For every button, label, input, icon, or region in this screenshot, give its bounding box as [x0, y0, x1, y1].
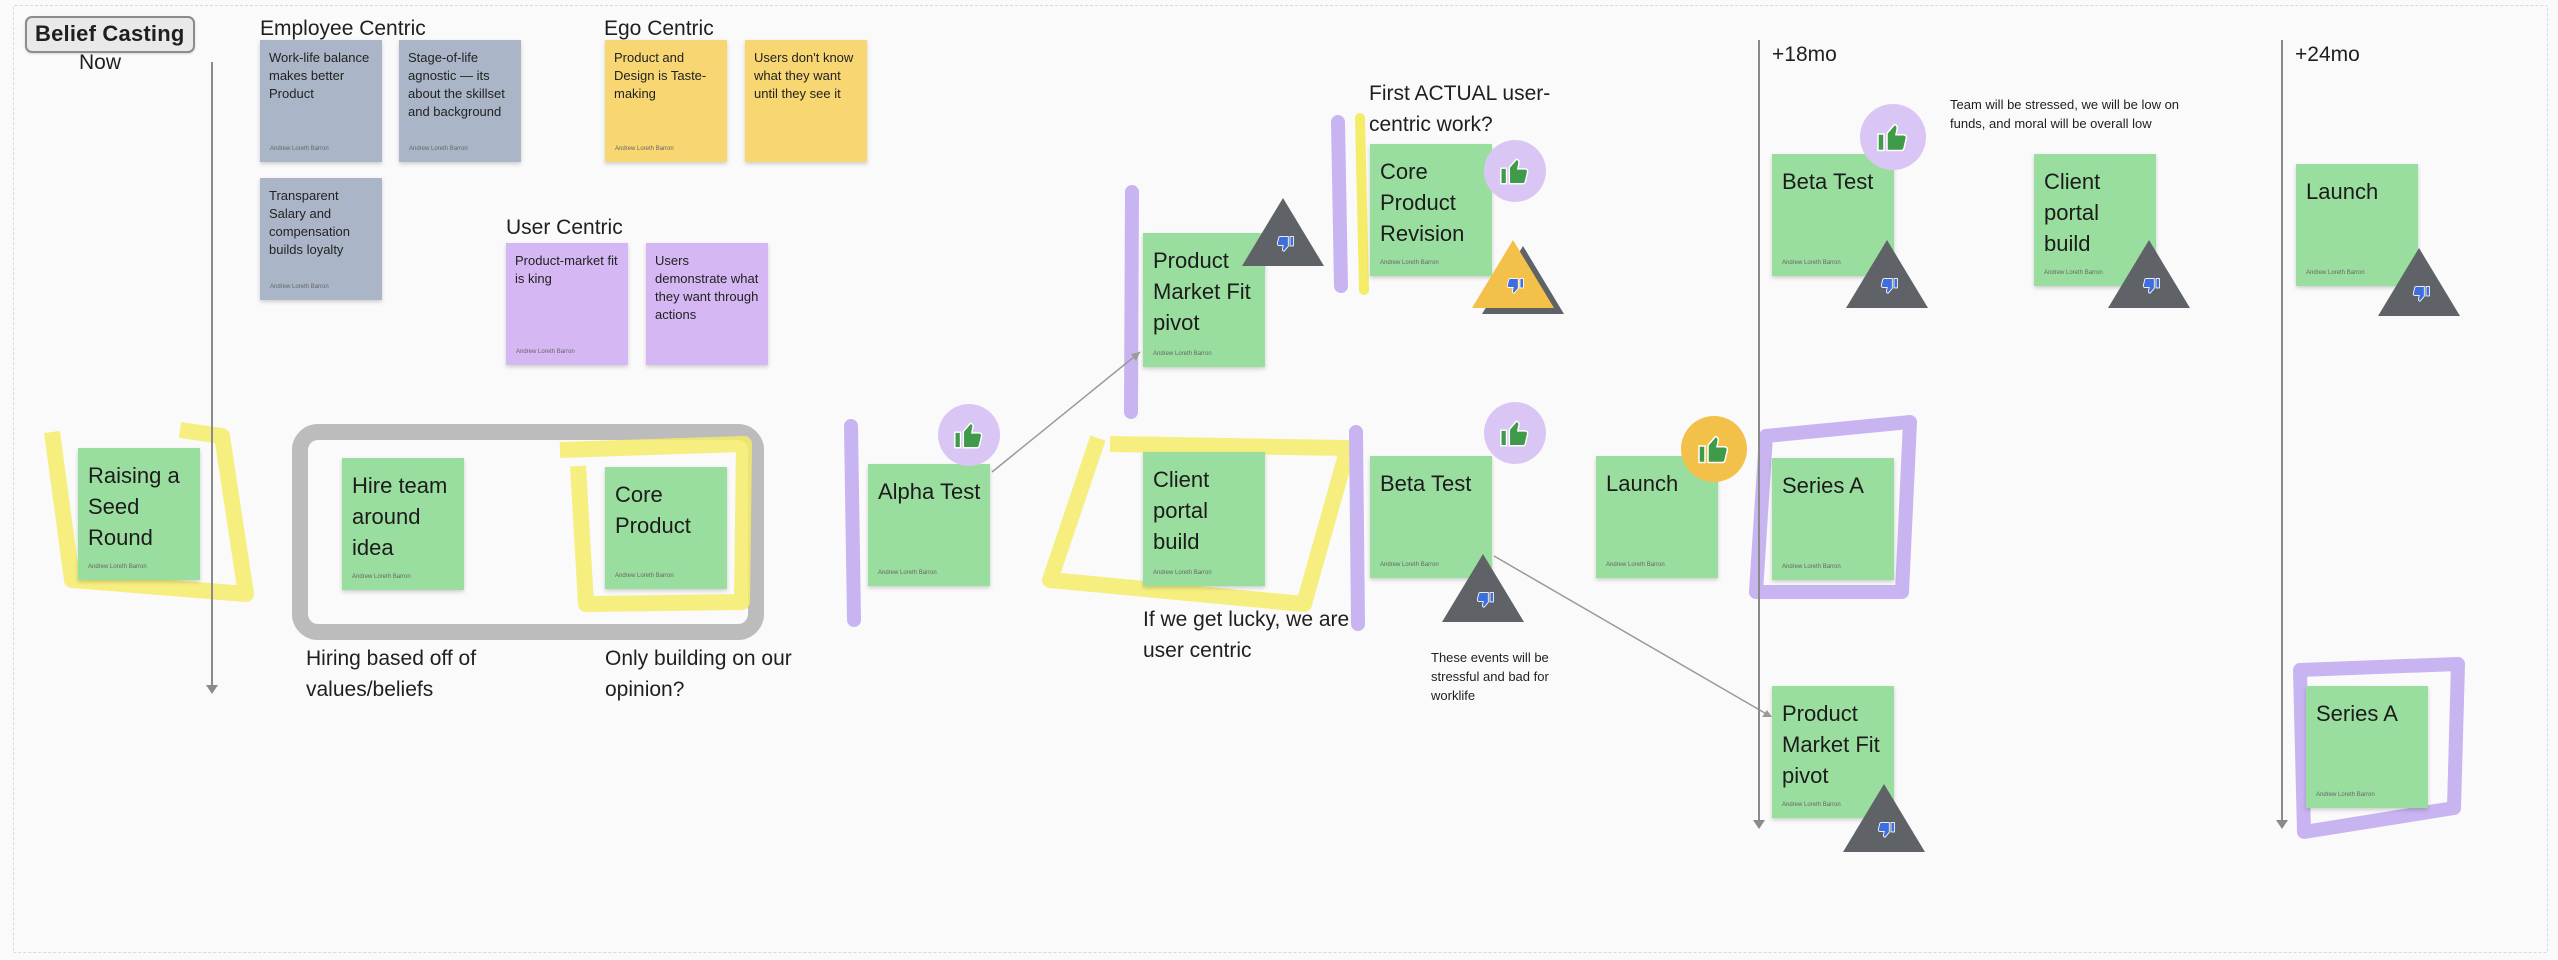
milestone-sticky[interactable]: Client portal build Andrew Loreth Barron [1143, 452, 1265, 586]
sticky-author: Andrew Loreth Barron [1782, 802, 1841, 808]
milestone-sticky[interactable]: Product Market Fit pivot Andrew Loreth B… [1143, 233, 1265, 367]
sticky-author: Andrew Loreth Barron [270, 284, 329, 290]
sticky-author: Andrew Loreth Barron [516, 349, 575, 355]
sticky-note[interactable]: Product-market fit is king Andrew Loreth… [506, 243, 628, 365]
sticky-author: Andrew Loreth Barron [1782, 260, 1841, 266]
sticky-text: Core Product [615, 482, 691, 538]
thumbs-down-icon[interactable] [1844, 238, 1930, 315]
thumbs-up-icon[interactable] [1860, 104, 1926, 170]
sticky-author: Andrew Loreth Barron [409, 146, 468, 152]
sticky-text: Launch [2306, 179, 2379, 204]
milestone-sticky[interactable]: Beta Test Andrew Loreth Barron [1370, 456, 1492, 578]
sticky-text: Product and Design is Taste-making [614, 50, 707, 101]
thumbs-up-icon[interactable] [938, 404, 1000, 466]
thumbs-up-icon[interactable] [1484, 402, 1546, 464]
category-ego-centric: Ego Centric [604, 17, 714, 40]
sticky-text: Client portal build [1153, 467, 1210, 554]
timeline-18mo [1753, 40, 1765, 829]
sticky-text: Product Market Fit pivot [1782, 701, 1880, 788]
whiteboard-canvas[interactable] [13, 5, 2548, 953]
sticky-text: Transparent Salary and compensation buil… [269, 188, 350, 257]
milestone-sticky[interactable]: Core Product Revision Andrew Loreth Barr… [1370, 144, 1492, 276]
milestone-sticky[interactable]: Core Product Andrew Loreth Barron [605, 467, 727, 589]
sticky-author: Andrew Loreth Barron [2316, 792, 2375, 798]
board-title[interactable]: Belief Casting [25, 16, 195, 53]
sticky-text: Client portal build [2044, 169, 2101, 256]
sticky-author: Andrew Loreth Barron [1153, 570, 1212, 576]
sticky-author: Andrew Loreth Barron [1380, 260, 1439, 266]
sticky-author: Andrew Loreth Barron [878, 570, 937, 576]
annotation-team-stressed: Team will be stressed, we will be low on… [1950, 97, 2180, 131]
category-employee-centric: Employee Centric [260, 17, 426, 40]
sticky-text: Launch [1606, 471, 1679, 496]
sticky-text: Users demonstrate what they want through… [655, 253, 759, 322]
sticky-note[interactable]: Product and Design is Taste-making Andre… [605, 40, 727, 162]
sticky-author: Andrew Loreth Barron [352, 574, 411, 580]
milestone-sticky[interactable]: Beta Test Andrew Loreth Barron [1772, 154, 1894, 276]
sticky-text: Users don't know what they want until th… [754, 50, 854, 101]
timeline-label-24mo: +24mo [2295, 43, 2360, 66]
sticky-author: Andrew Loreth Barron [88, 564, 147, 570]
sticky-author: Andrew Loreth Barron [2306, 270, 2365, 276]
thumbs-up-icon[interactable] [1681, 416, 1747, 482]
annotation-lucky: If we get lucky, we are user centric [1143, 608, 1350, 662]
sticky-note[interactable]: Transparent Salary and compensation buil… [260, 178, 382, 300]
milestone-sticky[interactable]: Raising a Seed Round Andrew Loreth Barro… [78, 448, 200, 580]
timeline-24mo [2276, 40, 2288, 829]
sticky-author: Andrew Loreth Barron [1380, 562, 1439, 568]
sticky-text: Stage-of-life agnostic — its about the s… [408, 50, 505, 119]
sticky-text: Series A [1782, 473, 1864, 498]
sticky-text: Hire team around idea [352, 473, 448, 560]
sticky-text: Product-market fit is king [515, 253, 618, 286]
annotation-hiring: Hiring based off of values/beliefs [306, 647, 477, 701]
sticky-author: Andrew Loreth Barron [615, 146, 674, 152]
timeline-label-now: Now [79, 51, 122, 74]
timeline-now [206, 62, 218, 694]
milestone-sticky[interactable]: Hire team around idea Andrew Loreth Barr… [342, 458, 464, 590]
sticky-text: Product Market Fit pivot [1153, 248, 1251, 335]
sticky-author: Andrew Loreth Barron [270, 146, 329, 152]
sticky-note[interactable]: Stage-of-life agnostic — its about the s… [399, 40, 521, 162]
sticky-text: Beta Test [1782, 169, 1874, 194]
sticky-note[interactable]: Users demonstrate what they want through… [646, 243, 768, 365]
thumbs-down-icon[interactable] [2106, 238, 2192, 315]
sticky-author: Andrew Loreth Barron [615, 573, 674, 579]
sticky-author: Andrew Loreth Barron [1153, 351, 1212, 357]
sticky-author: Andrew Loreth Barron [1606, 562, 1665, 568]
sticky-text: Raising a Seed Round [88, 463, 180, 550]
sticky-note[interactable]: Users don't know what they want until th… [745, 40, 867, 162]
sticky-text: Beta Test [1380, 471, 1472, 496]
sticky-text: Alpha Test [878, 479, 981, 504]
sticky-text: Work-life balance makes better Product [269, 50, 370, 101]
thumbs-up-icon[interactable] [1484, 140, 1546, 202]
sticky-text: Series A [2316, 701, 2398, 726]
thumbs-down-icon[interactable] [1240, 196, 1326, 273]
milestone-sticky[interactable]: Series A Andrew Loreth Barron [2306, 686, 2428, 808]
sticky-note[interactable]: Work-life balance makes better Product A… [260, 40, 382, 162]
annotation-stressful: These events will be stressful and bad f… [1431, 650, 1549, 703]
thumbs-down-icon[interactable] [2376, 246, 2462, 323]
thumbs-down-icon[interactable] [1841, 782, 1927, 859]
annotation-opinion: Only building on our opinion? [605, 647, 792, 701]
sticky-author: Andrew Loreth Barron [2044, 270, 2103, 276]
milestone-sticky[interactable]: Series A Andrew Loreth Barron [1772, 458, 1894, 580]
milestone-sticky[interactable]: Launch Andrew Loreth Barron [2296, 164, 2418, 286]
thumbs-down-icon[interactable] [1470, 238, 1556, 315]
sticky-text: Core Product Revision [1380, 159, 1465, 246]
category-user-centric: User Centric [506, 216, 623, 239]
timeline-label-18mo: +18mo [1772, 43, 1837, 66]
sticky-author: Andrew Loreth Barron [1782, 564, 1841, 570]
milestone-sticky[interactable]: Alpha Test Andrew Loreth Barron [868, 464, 990, 586]
milestone-sticky[interactable]: Product Market Fit pivot Andrew Loreth B… [1772, 686, 1894, 818]
annotation-first-actual: First ACTUAL user-centric work? [1369, 82, 1551, 136]
thumbs-down-icon[interactable] [1440, 552, 1526, 629]
